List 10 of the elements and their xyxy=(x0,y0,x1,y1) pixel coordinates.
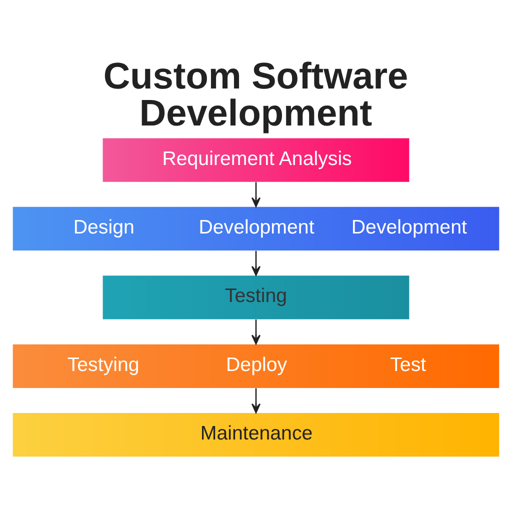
arrow xyxy=(251,388,261,414)
node-box: Maintenance xyxy=(12,413,500,457)
node-box: Requirement Analysis xyxy=(102,138,410,182)
arrow xyxy=(251,250,261,276)
arrow xyxy=(251,320,261,345)
node-box: Testying Deploy Test xyxy=(12,344,500,388)
node-box: Testing xyxy=(102,276,410,320)
diagram-title: Custom Software Development xyxy=(103,54,408,134)
node-box: Design Development Development xyxy=(12,206,500,251)
arrow xyxy=(251,182,261,208)
